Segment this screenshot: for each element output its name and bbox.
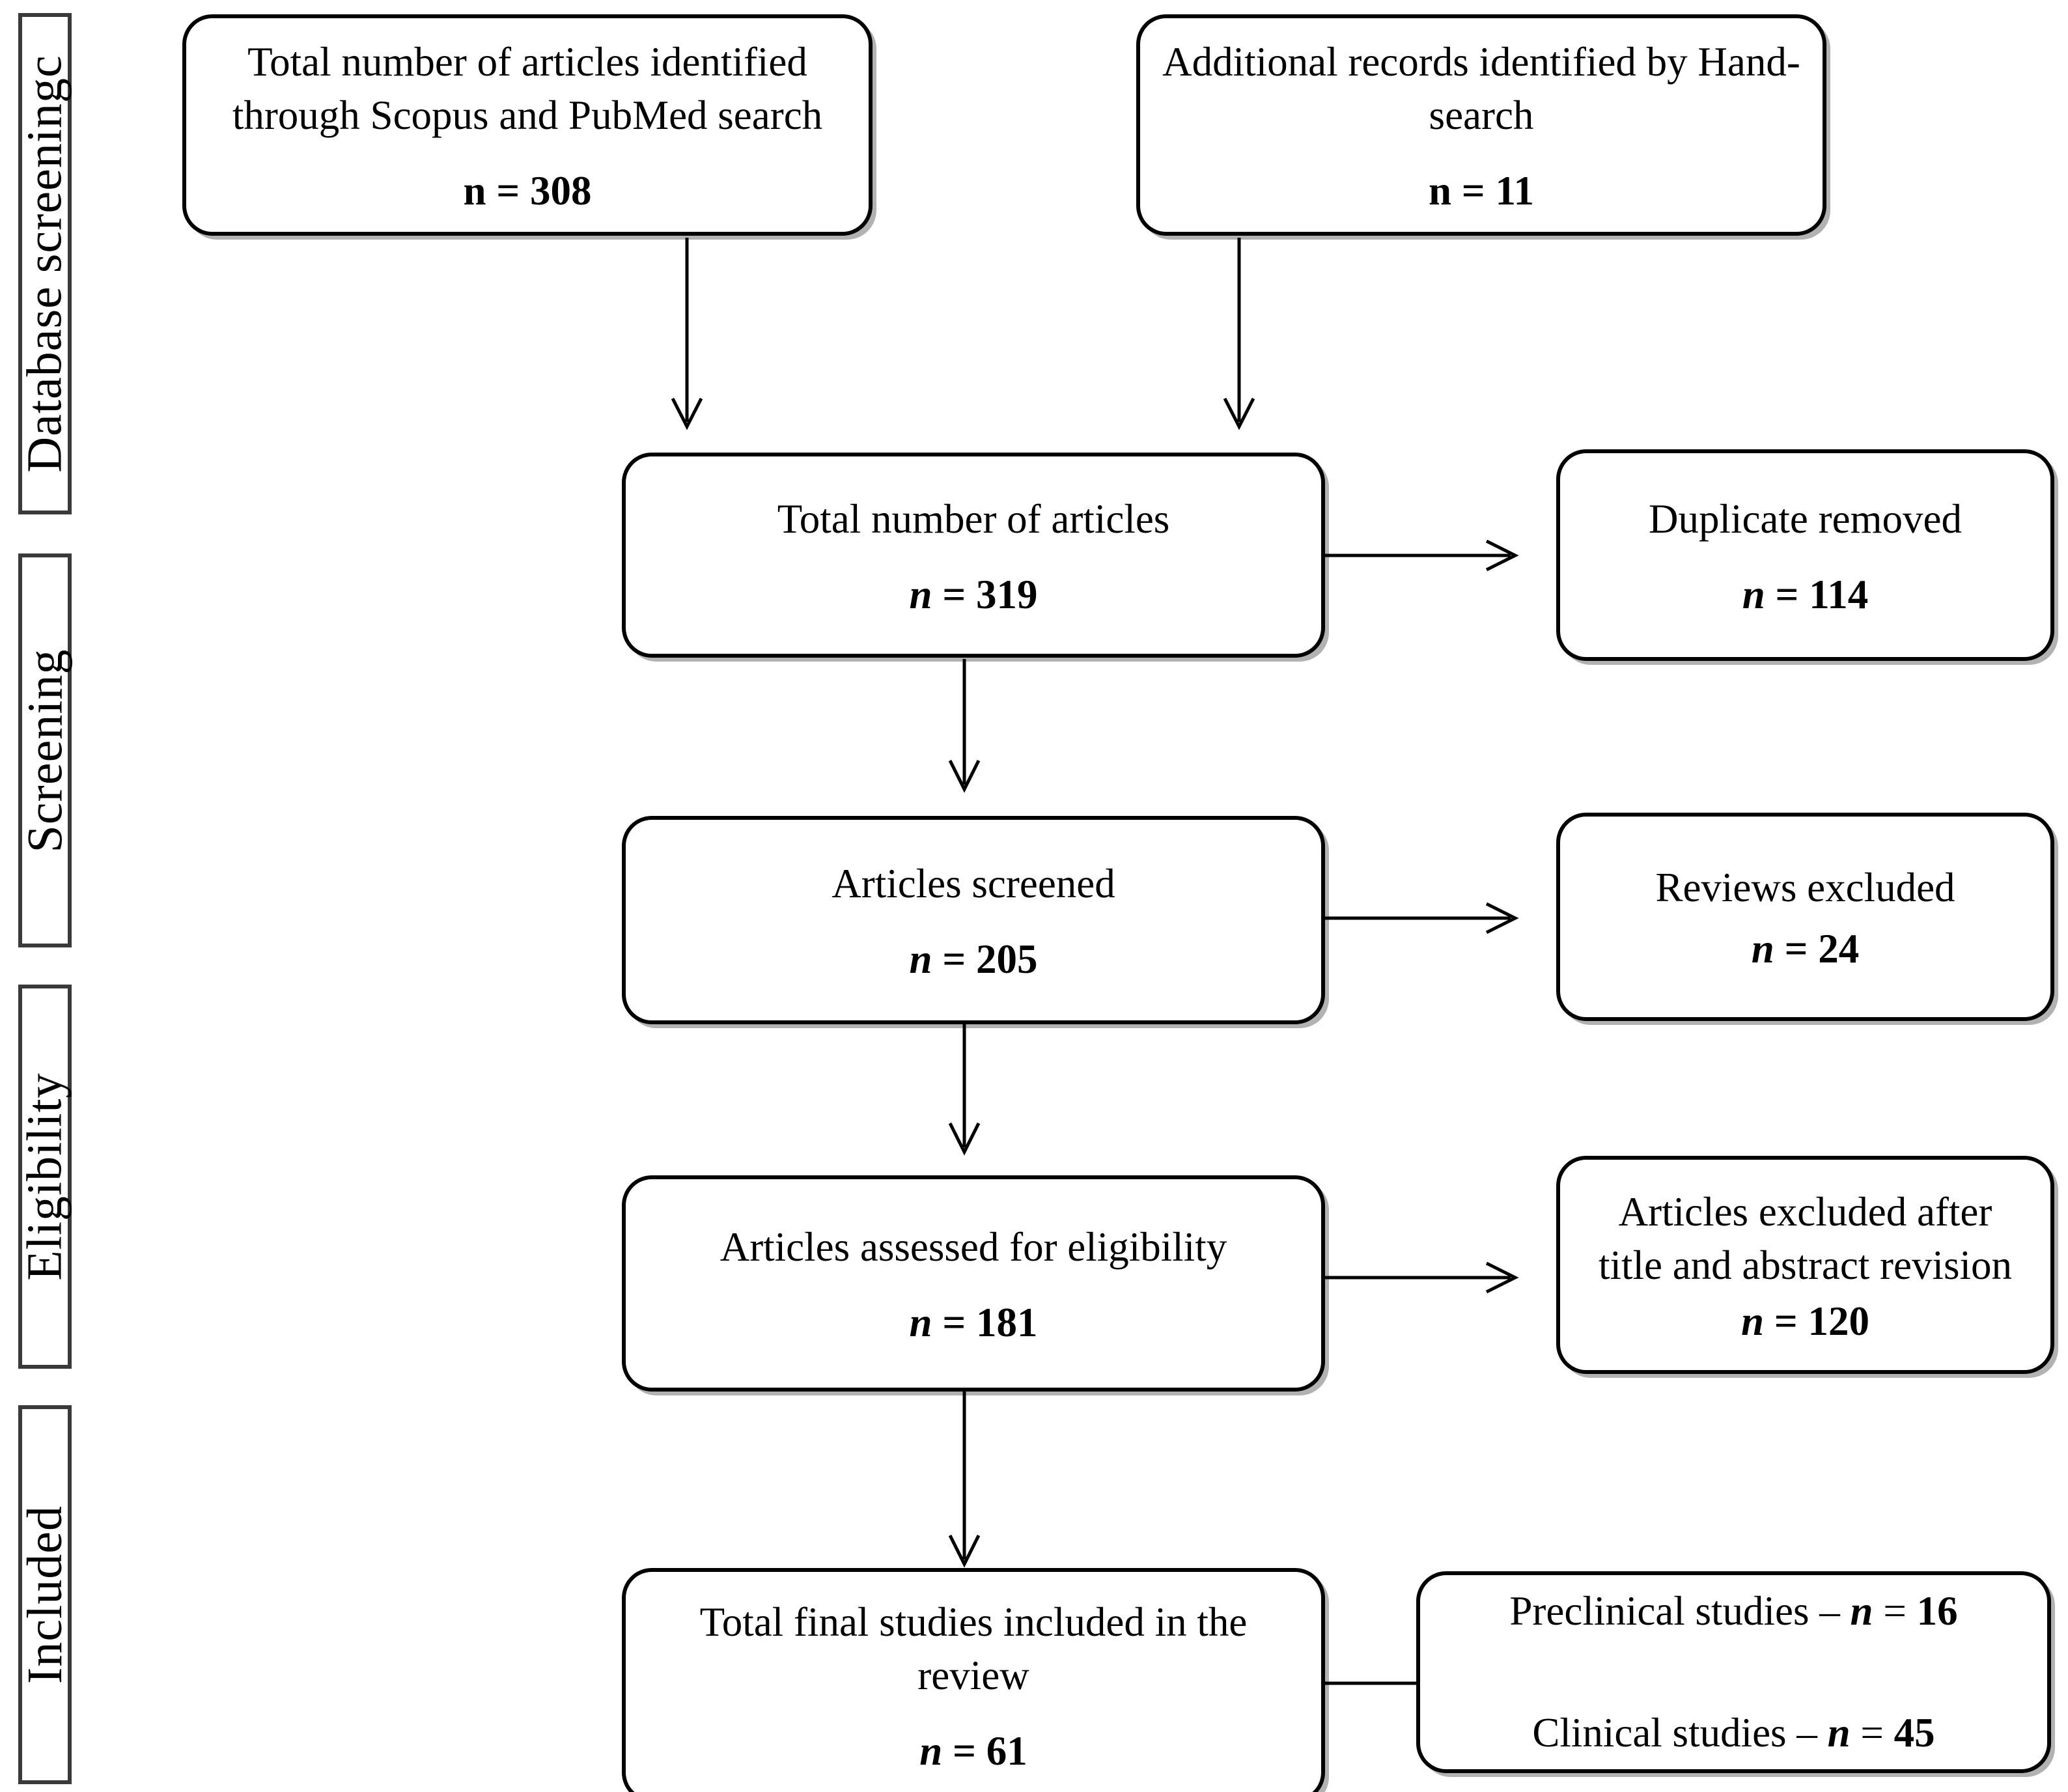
n-symbol: n: [909, 571, 932, 617]
flow-box-title: Articles assessed for eligibility: [720, 1224, 1227, 1270]
flow-box-count: n = 114: [1742, 572, 1868, 617]
equals-symbol: =: [1461, 168, 1485, 214]
clinical-studies-line: Clinical studies – n = 45: [1532, 1710, 1935, 1756]
dash-symbol: –: [1796, 1710, 1817, 1756]
stage-label-screening: Screening: [18, 649, 73, 852]
stage-label-database-screening: Database screeningc: [18, 55, 72, 473]
count-value: 16: [1916, 1588, 1958, 1634]
flow-box-assessed-eligibility: Articles assessed for eligibility n = 18…: [622, 1175, 1325, 1392]
stage-box-database-screening: Database screeningc: [18, 13, 72, 514]
equals-symbol: =: [942, 571, 966, 617]
n-symbol: n: [909, 1300, 932, 1346]
flow-box-title: Reviews excluded: [1655, 865, 1955, 911]
flow-box-count: n = 181: [910, 1300, 1038, 1345]
preclinical-studies-label: Preclinical studies: [1509, 1588, 1809, 1634]
flow-box-count: n = 24: [1752, 927, 1859, 972]
preclinical-studies-line: Preclinical studies – n = 16: [1509, 1588, 1958, 1634]
n-symbol: n: [1741, 1298, 1765, 1344]
flow-box-reviews-excluded: Reviews excluded n = 24: [1556, 813, 2054, 1021]
equals-symbol: =: [942, 936, 966, 983]
flow-box-count: n = 61: [919, 1729, 1027, 1774]
flow-box-title: Total final studies included in the revi…: [699, 1599, 1248, 1699]
count-value: 45: [1893, 1710, 1935, 1756]
count-value: 319: [975, 571, 1038, 617]
equals-symbol: =: [1784, 926, 1808, 972]
count-value: 120: [1808, 1298, 1869, 1344]
equals-symbol: =: [953, 1728, 976, 1774]
flow-box-title: Articles screened: [831, 861, 1115, 907]
flow-box-title: Additional records identified by Hand-se…: [1162, 39, 1800, 139]
flow-box-excluded-title-abstract: Articles excluded after title and abstra…: [1556, 1156, 2054, 1374]
flow-box-count: n = 11: [1429, 169, 1534, 214]
n-symbol: n: [1827, 1710, 1851, 1756]
count-value: 308: [529, 168, 592, 214]
stage-label-included: Included: [18, 1505, 73, 1684]
stage-box-screening: Screening: [18, 553, 72, 947]
flow-box-count: n = 205: [910, 937, 1038, 982]
flow-box-count: n = 308: [464, 169, 592, 214]
equals-symbol: =: [496, 168, 520, 214]
n-symbol: n: [1742, 571, 1765, 617]
flow-box-title: Total number of articles identified thro…: [232, 39, 823, 139]
count-value: 11: [1495, 168, 1534, 214]
flow-box-final-included: Total final studies included in the revi…: [622, 1568, 1325, 1792]
flow-box-identified-hand: Additional records identified by Hand-se…: [1136, 14, 1826, 236]
equals-symbol: =: [1860, 1710, 1884, 1756]
count-value: 114: [1809, 571, 1869, 617]
stage-box-eligibility: Eligibility: [18, 985, 72, 1369]
dash-symbol: –: [1819, 1588, 1840, 1634]
count-value: 24: [1818, 926, 1860, 972]
n-symbol: n: [1850, 1588, 1873, 1634]
stage-box-included: Included: [18, 1405, 72, 1784]
stage-label-eligibility: Eligibility: [18, 1072, 73, 1281]
n-symbol: n: [909, 936, 932, 983]
equals-symbol: =: [1883, 1588, 1907, 1634]
flow-box-title: Duplicate removed: [1648, 496, 1963, 542]
flow-box-total-articles: Total number of articles n = 319: [622, 453, 1325, 658]
clinical-studies-label: Clinical studies: [1532, 1710, 1787, 1756]
equals-symbol: =: [1775, 571, 1799, 617]
flow-box-count: n = 319: [910, 572, 1038, 617]
flow-box-articles-screened: Articles screened n = 205: [622, 816, 1325, 1024]
flow-box-title: Total number of articles: [777, 496, 1170, 542]
n-symbol: n: [1751, 926, 1774, 972]
flow-box-title: Articles excluded after title and abstra…: [1598, 1188, 2013, 1288]
n-symbol: n: [919, 1728, 943, 1774]
n-symbol: n: [463, 168, 486, 214]
equals-symbol: =: [942, 1300, 966, 1346]
equals-symbol: =: [1774, 1298, 1798, 1344]
flow-box-duplicates-removed: Duplicate removed n = 114: [1556, 449, 2054, 661]
count-value: 205: [975, 936, 1038, 983]
flow-box-study-breakdown: Preclinical studies – n = 16 Clinical st…: [1416, 1571, 2051, 1773]
count-value: 61: [986, 1728, 1027, 1774]
count-value: 181: [975, 1300, 1038, 1346]
flow-box-count: n = 120: [1741, 1298, 1869, 1344]
flow-box-identified-databases: Total number of articles identified thro…: [182, 14, 873, 236]
n-symbol: n: [1429, 168, 1452, 214]
